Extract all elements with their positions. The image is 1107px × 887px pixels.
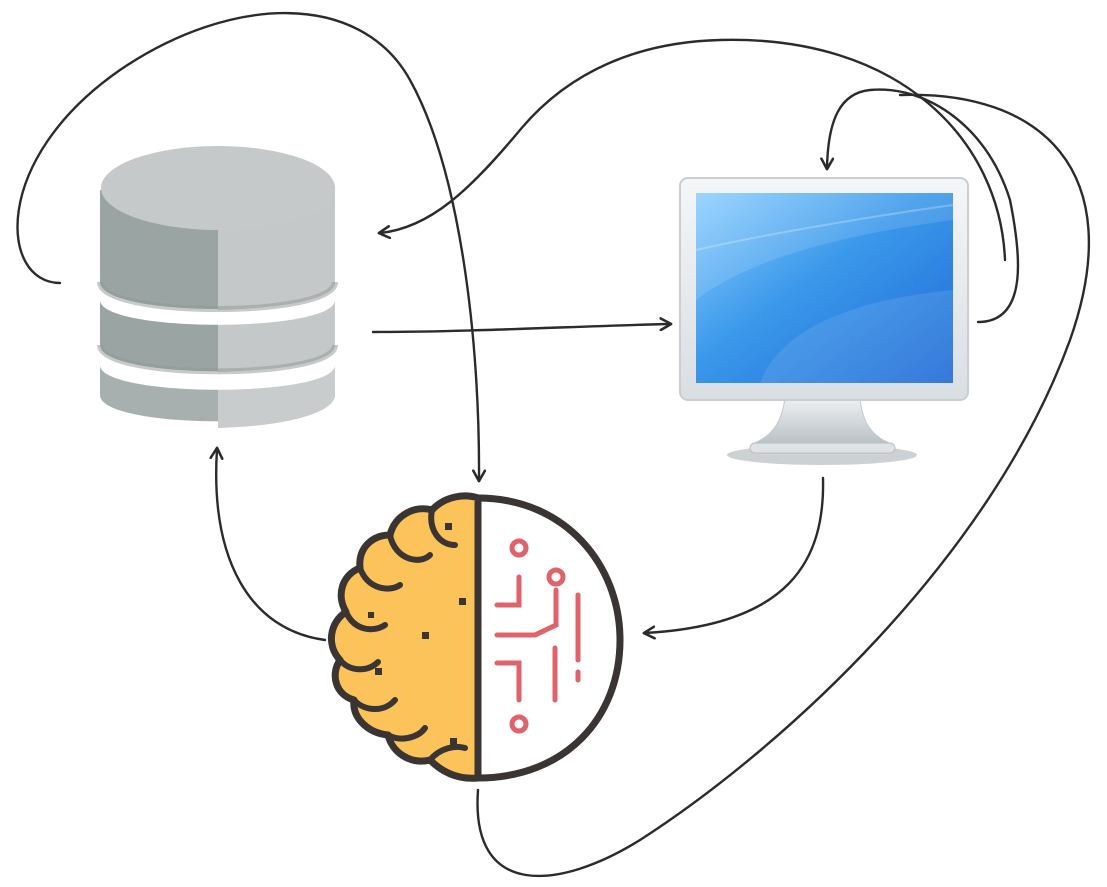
database-icon bbox=[97, 146, 338, 428]
edge-database-to-computer bbox=[371, 324, 670, 334]
edge-computer-to-ai-brain bbox=[645, 476, 825, 633]
edge-computer-to-database bbox=[380, 38, 1007, 262]
brain-circuit-icon bbox=[328, 492, 624, 782]
edge-ai-brain-to-database bbox=[216, 449, 327, 642]
edge-database-to-ai-brain bbox=[16, 11, 479, 480]
edges bbox=[16, 11, 1090, 878]
monitor-icon bbox=[679, 177, 969, 465]
edge-ai-brain-to-computer bbox=[476, 93, 1090, 878]
edge-computer-self-loop bbox=[827, 88, 1020, 324]
